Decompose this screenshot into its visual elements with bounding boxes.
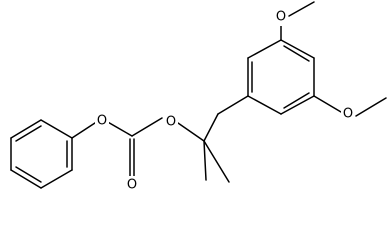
bond-right-ring-7 [247,95,282,115]
ester-oxygen-aryl-label: O [166,115,176,130]
bond-phenyl-2 [40,169,73,189]
bond-right-ring-4 [280,39,315,59]
bond-oxygen-to-carbonyl-carbon [105,120,133,137]
bond-bottom-ring-to-oxygen [313,95,342,113]
bond-right-ring-inner-2 [283,45,310,62]
bond-quaternary-to-methyl-2 [203,140,207,181]
oxygen-labels: O O O O O [95,8,355,194]
chemical-structure-diagram: O O O O O [10,1,387,194]
oxygen-label-background [274,8,288,26]
bond-oxygen-to-quaternary-carbon [177,122,205,142]
bond-right-ring-inner-3 [283,92,310,109]
bottom-methoxy-oxygen-label: O [343,107,353,122]
carbonyl-oxygen-label: O [127,178,137,193]
oxygen-label-background [164,113,178,131]
bond-phenyl-to-oxygen [71,120,99,139]
carbonate-linkage [71,117,205,177]
bond-phenyl-5 [10,119,42,139]
phenyl-ring [10,119,73,189]
bond-top-oxygen-to-methyl [288,1,315,17]
dimethoxyphenyl-ring [217,39,315,115]
bond-quaternary-to-methyl-1 [203,140,230,183]
bond-right-ring-3 [247,39,282,59]
bond-bottom-oxygen-to-methyl [355,97,387,117]
ester-oxygen-phenyl-label: O [97,114,107,129]
oxygen-label-background [95,112,109,130]
bond-quaternary-to-ring [203,113,219,142]
bond-right-ring-6 [280,95,315,115]
bond-carbonyl-to-oxygen [131,117,163,137]
methoxy-groups [280,1,387,117]
quaternary-carbon-group [203,113,230,183]
bond-phenyl-inner-2 [15,166,42,183]
oxygen-label-background [125,176,139,194]
molecule-svg: O O O O O [10,1,387,194]
bond-phenyl-inner-3 [15,125,42,142]
bond-right-ring-1 [217,95,249,115]
bond-phenyl-6 [40,119,73,139]
top-methoxy-oxygen-label: O [276,10,286,25]
oxygen-label-background [341,105,355,123]
bond-phenyl-3 [10,169,42,189]
